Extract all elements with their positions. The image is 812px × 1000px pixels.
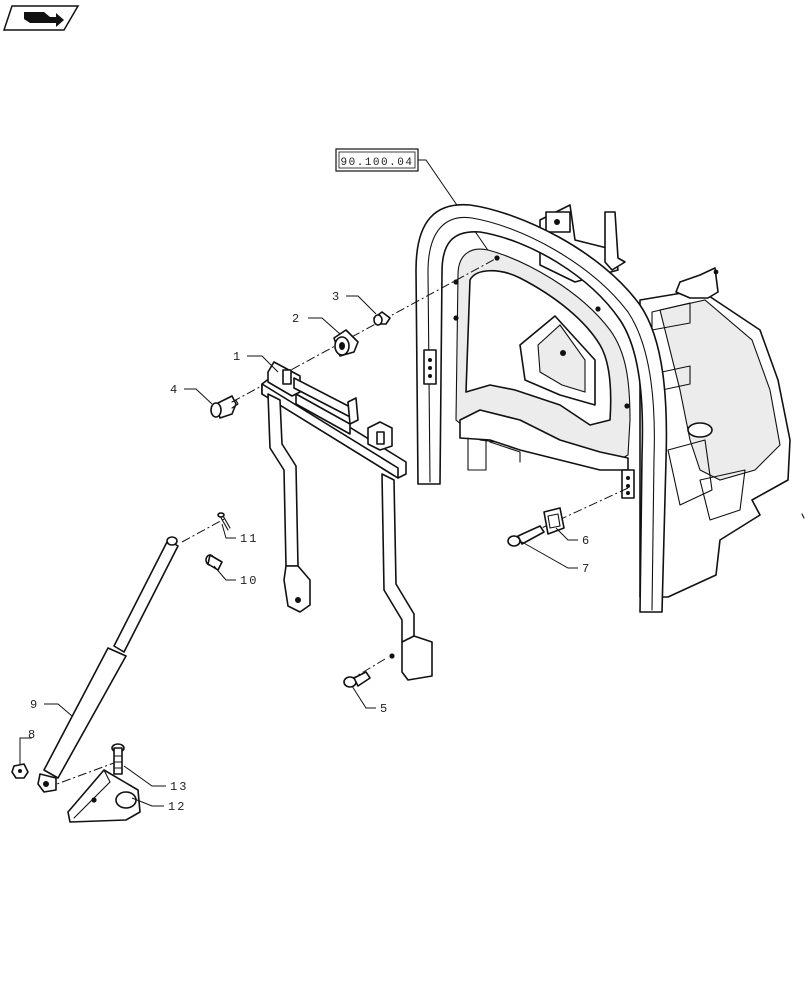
- console-frame: [415, 203, 791, 613]
- callout-13[interactable]: 13: [170, 780, 188, 794]
- assembly-line-9-10: [181, 517, 227, 543]
- assembly-line-4: [231, 257, 498, 403]
- corner-mark: [801, 513, 805, 519]
- part-9-gas-strut[interactable]: [37, 536, 179, 793]
- part-8-nut[interactable]: [11, 763, 29, 779]
- callout-3[interactable]: 3: [332, 290, 341, 304]
- callout-7[interactable]: 7: [582, 562, 591, 576]
- callout-9[interactable]: 9: [30, 698, 39, 712]
- assembly-line-6: [519, 487, 629, 539]
- part-10-pin[interactable]: [205, 554, 223, 571]
- assembly-line-8-13: [45, 759, 123, 789]
- part-5-bolt[interactable]: [343, 671, 371, 688]
- reference-box[interactable]: 90.100.04: [335, 148, 419, 172]
- callout-8[interactable]: 8: [28, 728, 37, 742]
- part-3-spacer[interactable]: [373, 311, 391, 326]
- next-page-arrow-icon[interactable]: [2, 5, 80, 31]
- callout-11[interactable]: 11: [240, 532, 258, 546]
- callout-leaders: [19, 295, 578, 807]
- reference-label[interactable]: 90.100.04: [341, 157, 414, 169]
- callout-10[interactable]: 10: [240, 574, 258, 588]
- callout-12[interactable]: 12: [168, 800, 186, 814]
- part-2-bushing[interactable]: [333, 329, 359, 357]
- part-4-bolt[interactable]: [210, 395, 239, 419]
- part-13-bolt[interactable]: [111, 743, 125, 775]
- part-6-clip[interactable]: [543, 507, 565, 535]
- callout-5[interactable]: 5: [380, 702, 389, 716]
- callout-4[interactable]: 4: [170, 383, 179, 397]
- part-12-mount-bracket[interactable]: [67, 769, 141, 823]
- callout-1[interactable]: 1: [233, 350, 242, 364]
- callout-2[interactable]: 2: [292, 312, 301, 326]
- part-1-bracket[interactable]: [261, 361, 433, 681]
- callout-6[interactable]: 6: [582, 534, 591, 548]
- part-7-screw[interactable]: [507, 525, 545, 547]
- part-11-cotter-pin[interactable]: [217, 512, 231, 531]
